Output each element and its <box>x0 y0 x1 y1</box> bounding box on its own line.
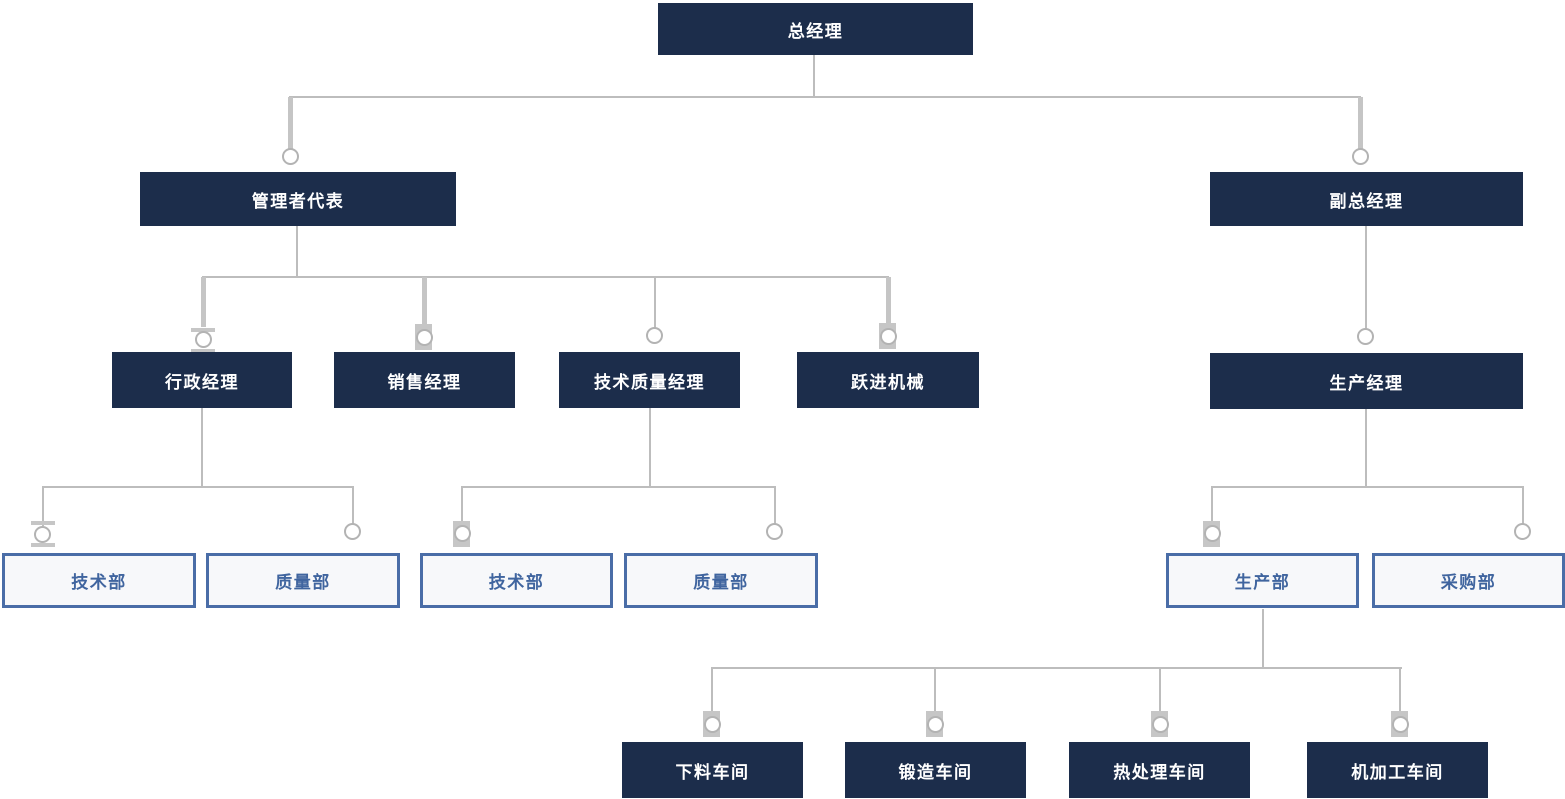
anchor-bar <box>191 349 215 353</box>
connector-line <box>1358 97 1363 149</box>
connector-line <box>711 667 1402 669</box>
connector-line <box>934 669 936 714</box>
node-label: 行政经理 <box>165 372 239 392</box>
connector-line <box>1522 488 1524 525</box>
node-label: 技术质量经理 <box>594 372 705 392</box>
connector-line <box>1159 669 1161 714</box>
node-tech-dept-2[interactable]: 技术部 <box>420 553 613 608</box>
connector-line <box>1262 609 1264 669</box>
connector-line <box>1399 669 1401 714</box>
anchor-bar <box>31 543 55 547</box>
node-label: 副总经理 <box>1329 191 1404 211</box>
connection-point <box>282 148 299 165</box>
connection-point <box>646 327 663 344</box>
anchor-bar <box>191 328 215 332</box>
connection-point <box>195 331 212 348</box>
connector-line <box>649 408 651 488</box>
node-deputy-general-manager[interactable]: 副总经理 <box>1210 172 1523 226</box>
connection-point <box>1514 523 1531 540</box>
connector-line <box>1211 488 1213 524</box>
connector-line <box>289 96 1361 98</box>
connection-point <box>880 328 897 345</box>
node-forging-workshop[interactable]: 锻造车间 <box>845 742 1026 798</box>
connector-line <box>296 226 298 278</box>
node-label: 质量部 <box>275 573 331 592</box>
connector-line <box>461 486 776 488</box>
node-label: 质量部 <box>693 573 749 592</box>
connection-point <box>416 329 433 346</box>
connector-line <box>886 277 891 325</box>
connector-line <box>352 488 354 525</box>
connection-point <box>927 716 944 733</box>
node-label: 跃进机械 <box>851 372 925 392</box>
node-label: 热处理车间 <box>1113 762 1206 782</box>
node-machining-workshop[interactable]: 机加工车间 <box>1307 742 1488 798</box>
connection-point <box>704 716 721 733</box>
node-management-representative[interactable]: 管理者代表 <box>140 172 456 226</box>
connector-line <box>654 277 656 328</box>
node-general-manager[interactable]: 总经理 <box>658 3 973 55</box>
node-label: 采购部 <box>1440 573 1497 592</box>
node-tech-dept-1[interactable]: 技术部 <box>2 553 196 608</box>
connector-line <box>422 277 427 326</box>
node-production-manager[interactable]: 生产经理 <box>1210 353 1523 409</box>
connection-point <box>34 526 51 543</box>
node-label: 总经理 <box>787 21 844 41</box>
connector-line <box>42 486 354 488</box>
connection-point <box>344 523 361 540</box>
connector-line <box>813 55 815 97</box>
connector-line <box>1211 486 1524 488</box>
connector-line <box>774 488 776 525</box>
connector-line <box>42 488 44 526</box>
connector-line <box>201 408 203 488</box>
node-label: 管理者代表 <box>251 191 345 211</box>
node-production-dept[interactable]: 生产部 <box>1166 553 1359 608</box>
node-yuejin-machinery[interactable]: 跃进机械 <box>797 352 979 408</box>
connection-point <box>1357 328 1374 345</box>
connection-point <box>1392 716 1409 733</box>
node-label: 销售经理 <box>387 372 462 392</box>
connection-point <box>1204 525 1221 542</box>
node-label: 机加工车间 <box>1351 762 1444 782</box>
node-label: 下料车间 <box>675 762 750 782</box>
connector-line <box>1365 226 1367 329</box>
connector-line <box>461 488 463 524</box>
node-label: 生产部 <box>1234 573 1291 592</box>
node-sales-manager[interactable]: 销售经理 <box>334 352 515 408</box>
node-purchasing-dept[interactable]: 采购部 <box>1372 553 1565 608</box>
node-quality-dept-1[interactable]: 质量部 <box>206 553 400 608</box>
node-quality-dept-2[interactable]: 质量部 <box>624 553 818 608</box>
node-heat-treatment-workshop[interactable]: 热处理车间 <box>1069 742 1250 798</box>
node-admin-manager[interactable]: 行政经理 <box>112 352 292 408</box>
connection-point <box>1152 716 1169 733</box>
anchor-bar <box>31 521 55 525</box>
connector-line <box>1365 409 1367 488</box>
connection-point <box>766 523 783 540</box>
connector-line <box>201 277 206 327</box>
node-label: 技术部 <box>71 573 127 592</box>
connector-line <box>288 97 293 149</box>
node-label: 锻造车间 <box>898 762 973 782</box>
connector-line <box>711 669 713 714</box>
connection-point <box>1352 148 1369 165</box>
node-label: 生产经理 <box>1329 373 1404 393</box>
node-cutting-workshop[interactable]: 下料车间 <box>622 742 803 798</box>
node-label: 技术部 <box>488 573 545 592</box>
connection-point <box>454 525 471 542</box>
connector-line <box>202 276 889 278</box>
node-tech-quality-manager[interactable]: 技术质量经理 <box>559 352 740 408</box>
